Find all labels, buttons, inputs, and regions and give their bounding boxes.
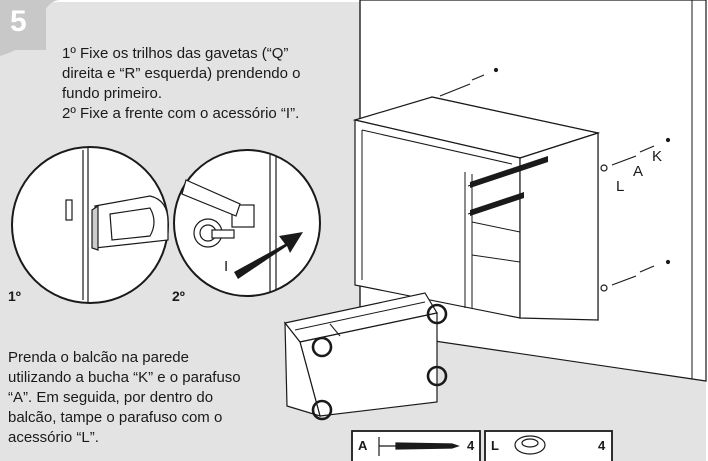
- detail-circle-2: [173, 149, 321, 297]
- order-1: 1º: [62, 45, 76, 62]
- detail-1-label: 1º: [8, 288, 21, 304]
- arrow: [234, 232, 303, 279]
- label-l: L: [616, 178, 625, 195]
- label-a: A: [633, 163, 644, 180]
- mount-line-4: balcão, tampe o parafuso com o: [8, 409, 223, 426]
- wall-cabinet: [352, 96, 601, 321]
- base-cabinet: [283, 292, 438, 417]
- instruction-line-2: direita e “R” esquerda) prendendo o: [62, 65, 301, 82]
- part-l-qty: 4: [598, 438, 606, 453]
- instruction-line-4: 2º Fixe a frente com o acessório “I”.: [62, 104, 299, 124]
- mount-line-1: Prenda o balcão na parede: [8, 349, 189, 366]
- mount-line-3: “A”. Em seguida, por dentro do: [8, 389, 214, 406]
- mount-line-2: utilizando a bucha “K” e o parafuso: [8, 369, 241, 386]
- mount-line-5: acessório “L”.: [8, 429, 99, 446]
- detail-circle-1: [11, 146, 169, 304]
- part-l-letter: L: [491, 438, 499, 453]
- instruction-text-1: Fixe os trilhos das gavetas (“Q”: [75, 45, 289, 62]
- wall-screws-top: [439, 67, 671, 292]
- order-2: 2º: [62, 105, 76, 122]
- part-i-label: I: [224, 258, 229, 275]
- step-number: 5: [10, 5, 27, 38]
- label-k: K: [652, 148, 663, 165]
- instruction-line-1: 1º Fixe os trilhos das gavetas (“Q”: [62, 44, 288, 64]
- instruction-line-3: fundo primeiro.: [62, 85, 163, 102]
- part-a-qty: 4: [467, 438, 475, 453]
- drawer-rails: [470, 156, 548, 216]
- highlight-circles: [311, 303, 448, 421]
- instruction-text-4: Fixe a frente com o acessório “I”.: [75, 105, 300, 122]
- detail-2-label: 2º: [172, 288, 185, 304]
- part-a-letter: A: [358, 438, 368, 453]
